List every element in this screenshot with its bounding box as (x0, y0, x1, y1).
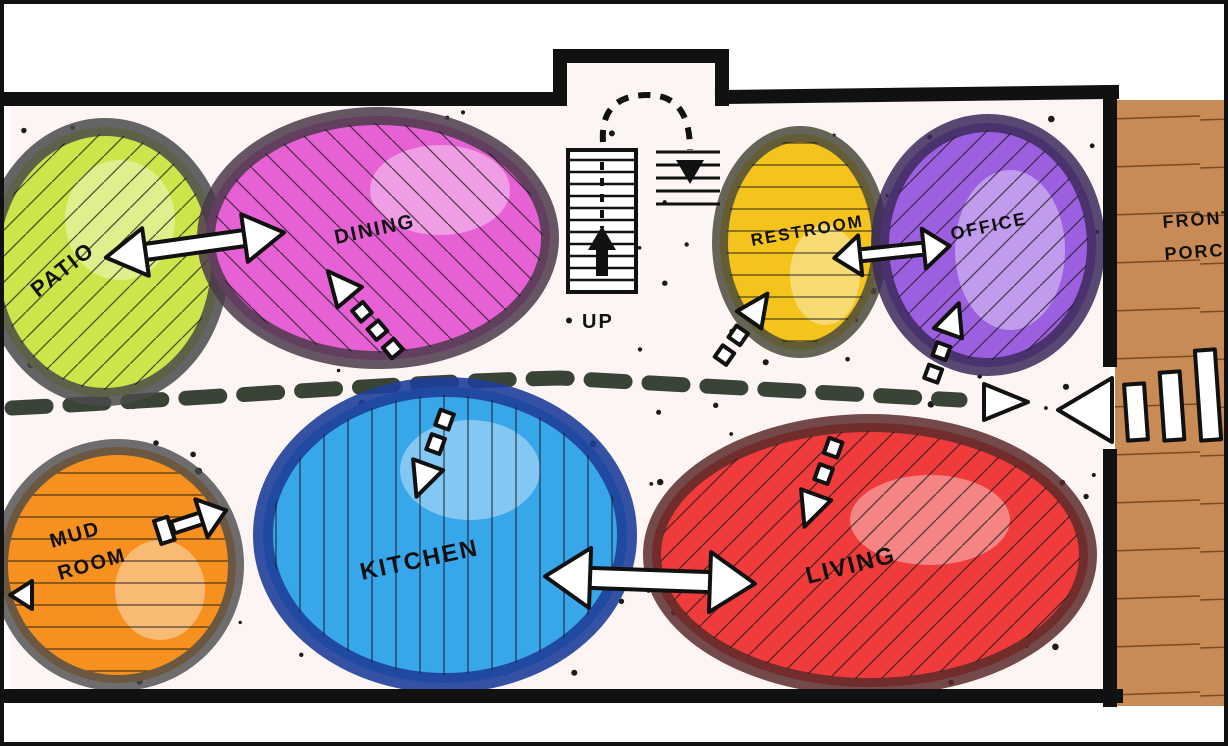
bubble-living (643, 414, 1097, 696)
poche-dot (238, 620, 242, 625)
office-arrow-head (919, 226, 952, 271)
poche-dot (1062, 383, 1070, 390)
poche-dot (21, 127, 27, 134)
poche-dot (608, 130, 615, 137)
label-front-porch-line2: PORCH (1164, 239, 1228, 264)
poche-dot (729, 432, 734, 436)
kitchen-entry-arrow-head (411, 457, 446, 499)
kitchen-entry-arrow (411, 407, 456, 499)
living-arrow-head (706, 550, 757, 615)
circulation-arrow-triangle (982, 382, 1030, 422)
front-entry-arrow (1056, 347, 1224, 444)
mud-room-hatch (8, 455, 228, 675)
dining-entry-arrow (325, 269, 405, 361)
kitchen-arrow-head (543, 545, 594, 610)
restroom-entry-arrow (712, 291, 770, 367)
kitchen-hatch (271, 395, 619, 675)
office-hatch (888, 130, 1088, 360)
patio-arrow-head (103, 226, 151, 278)
mud-room-to-kitchen-arrow (151, 497, 229, 546)
top-wall-right (714, 84, 1120, 105)
building-walls (4, 49, 1123, 707)
dining-entry-dash-3 (380, 336, 405, 361)
office-entry-dash-1 (930, 340, 953, 363)
poche-dot (299, 652, 304, 657)
office-entry-dash-2 (922, 362, 945, 385)
poche-dot (1091, 473, 1096, 477)
poche-dot (649, 482, 654, 486)
stairwell-walls (553, 49, 729, 106)
patio-hatch (4, 134, 213, 390)
kitchen-entry-dash-2 (433, 407, 456, 432)
poche-dot (153, 440, 159, 446)
poche-dot (762, 359, 769, 366)
living-hatch (660, 431, 1080, 679)
front-entry-dash-1 (1122, 381, 1150, 443)
kitchen-entry-dash-1 (424, 432, 447, 456)
living-entry-dash-1 (812, 462, 835, 486)
poche-dot (684, 242, 689, 247)
office-entry-arrow-head (931, 301, 964, 341)
label-front-porch-line1: FRONT (1162, 207, 1228, 232)
poche-dot (190, 451, 196, 458)
office-entry-arrow (922, 301, 964, 385)
kitchen-living-double-arrow (543, 545, 757, 615)
dining-entry-arrow-head (325, 269, 364, 310)
poche-dot (1044, 406, 1048, 410)
restroom-entry-arrow-head (734, 291, 770, 331)
restroom-office-double-arrow (832, 226, 952, 278)
poche-dot (637, 246, 642, 250)
living-entry-dash-2 (821, 435, 845, 460)
mud-room-exterior-arrow-head (8, 579, 34, 611)
dining-arrow-head (239, 212, 287, 264)
poche-dot (460, 110, 466, 115)
bubble-kitchen (253, 377, 637, 693)
poche-dot (566, 317, 572, 324)
stairs: UP (566, 91, 720, 333)
patio-dining-double-arrow (103, 212, 287, 278)
poche-dot (1083, 493, 1089, 500)
poche-dot (845, 356, 850, 362)
restroom-entry-dash-2 (712, 343, 737, 367)
poche-dot (1089, 143, 1095, 149)
restroom-arrow-head (832, 233, 865, 278)
dining-entry-dash-2 (365, 318, 390, 342)
poche-dot (662, 280, 668, 286)
poche-dot (1052, 643, 1059, 651)
dining-entry-dash-1 (350, 299, 374, 324)
mud-room-arrow-head (193, 497, 229, 540)
front-entry-dash-3 (1192, 347, 1224, 443)
poche-dot (656, 409, 662, 415)
poche-dot (571, 669, 578, 676)
restroom-entry-dash-1 (726, 323, 750, 348)
poche-dot (713, 402, 719, 408)
poche-dot (637, 347, 643, 352)
plan-content: UP (4, 49, 1228, 707)
front-entry-dash-2 (1157, 369, 1187, 443)
bubble-office (871, 114, 1105, 376)
stair-turn-dashed-arc (599, 91, 693, 151)
front-entry-arrow-head (1056, 376, 1114, 444)
mud-room-arrow-tail (151, 514, 177, 546)
dining-hatch (213, 123, 543, 353)
poche-dot (657, 478, 664, 486)
bubble-patio (4, 118, 229, 406)
stair-up-arrow-shaft (596, 250, 608, 276)
kitchen-living-arrow-shaft (585, 565, 715, 595)
bubble-mud-room (4, 439, 244, 691)
living-entry-arrow-head (799, 487, 834, 529)
restroom-hatch (726, 140, 874, 344)
mud-room-exterior-arrow (8, 579, 34, 611)
stair-up-arrow-icon (588, 226, 616, 250)
stairs-up-label: UP (582, 311, 614, 333)
poche-dot (336, 368, 341, 373)
living-entry-arrow (799, 435, 845, 529)
circulation-arrow-head (982, 382, 1030, 422)
poche-dot (1048, 115, 1055, 123)
stair-down-arrow-icon (676, 160, 704, 184)
